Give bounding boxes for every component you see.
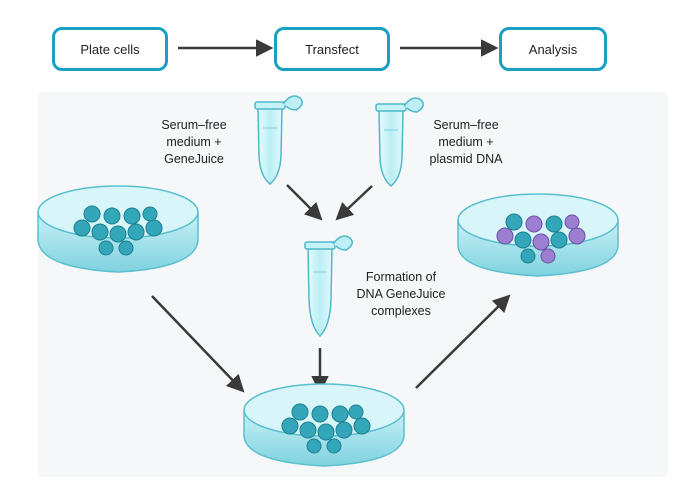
label-line: Formation of [365,270,437,284]
label-line: medium + [166,135,222,149]
step-plate-cells: Plate cells [52,27,168,71]
step-analysis: Analysis [499,27,607,71]
step-transfect: Transfect [274,27,390,71]
label-line: Serum–free [161,118,227,132]
dish-transfection-icon [243,383,405,467]
label-line: DNA GeneJuice [356,287,446,301]
tube-complexes-icon [304,235,353,338]
mixing-arrows [151,184,511,394]
dish-transfected-cells-icon [457,193,619,277]
arrow-left-tube-to-center [286,184,323,221]
arrow-plated-to-bottom-dish [151,295,245,393]
label-serum-free-genejuice: Serum–free medium + GeneJuice [148,117,240,168]
label-line: Serum–free [433,118,499,132]
tube-genejuice-icon [254,95,303,185]
dish-plated-cells-icon [37,185,199,273]
label-line: GeneJuice [164,152,224,166]
label-line: plasmid DNA [429,152,503,166]
tube-plasmid-dna-icon [375,97,424,187]
label-complex-formation: Formation of DNA GeneJuice complexes [346,269,456,320]
label-serum-free-plasmid: Serum–free medium + plasmid DNA [416,117,516,168]
arrow-right-tube-to-center [335,185,373,221]
label-line: medium + [438,135,494,149]
arrow-bottom-dish-to-analysis [415,294,511,389]
label-line: complexes [371,304,431,318]
